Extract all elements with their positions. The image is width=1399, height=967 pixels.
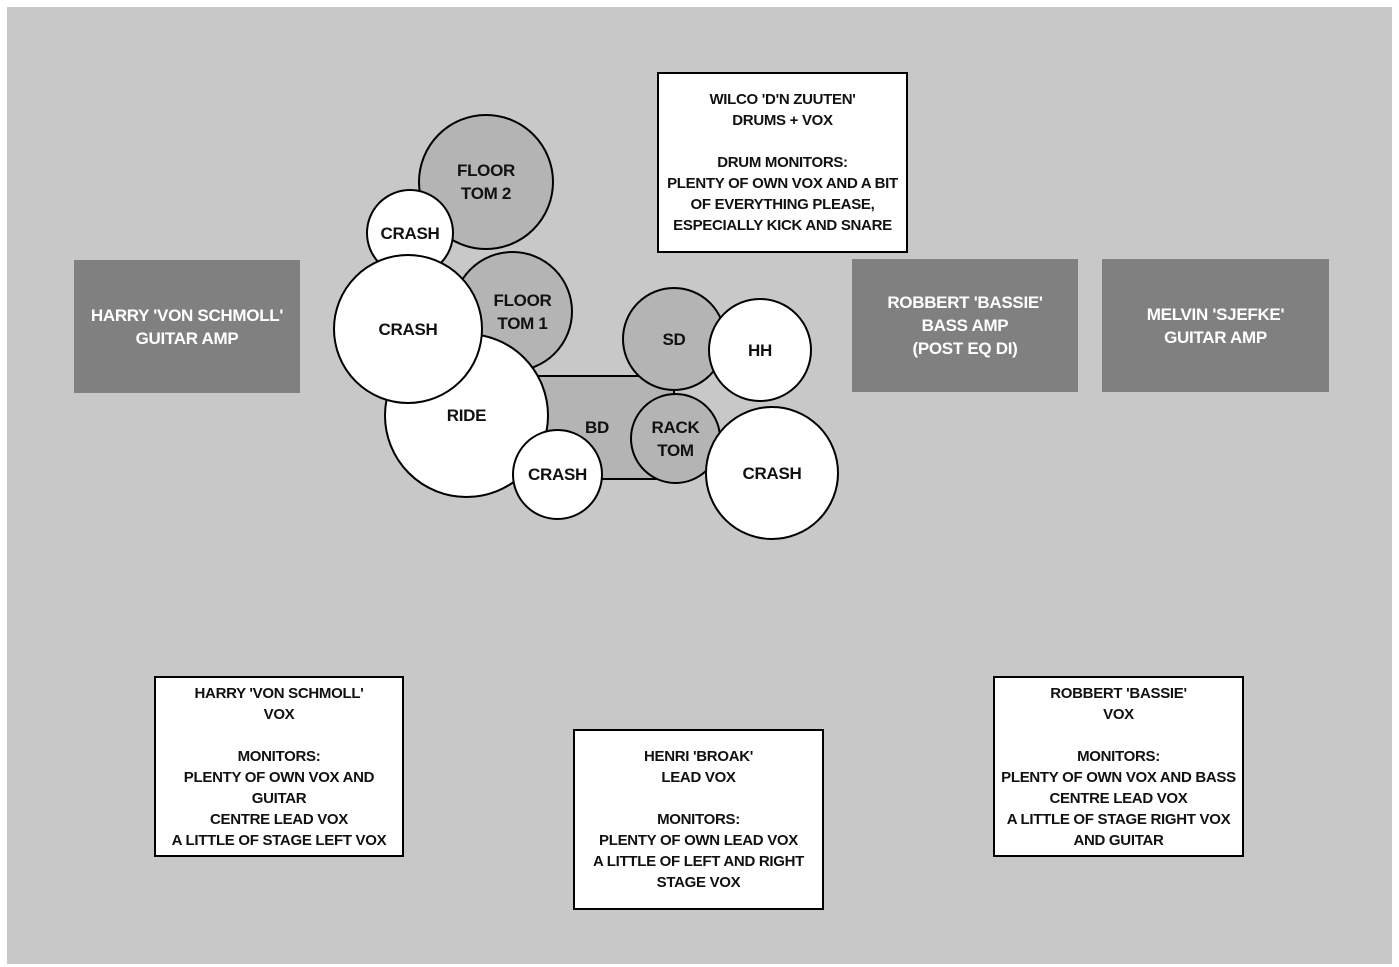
- note-header-line: ROBBERT 'BASSIE': [1050, 684, 1187, 702]
- note-body-line: PLENTY OF OWN LEAD VOX: [599, 832, 798, 849]
- crash-right-label: CRASH: [742, 463, 802, 483]
- ride-label: RIDE: [446, 406, 487, 425]
- crash-upper-label: CRASH: [380, 223, 440, 243]
- amp-label-line: ROBBERT 'BASSIE': [887, 293, 1043, 312]
- crash-lower-label: CRASH: [528, 465, 587, 484]
- crash-cymbal-lower: CRASH: [512, 429, 603, 520]
- amp-label-line: (POST EQ DI): [912, 339, 1018, 358]
- robbert-vox-note: ROBBERT 'BASSIE' VOX MONITORS: PLENTY OF…: [993, 676, 1244, 857]
- floor-tom-1-label: FLOOR: [493, 290, 552, 310]
- note-body-line: CENTRE LEAD VOX: [209, 810, 348, 828]
- floor-tom-2-label: FLOOR: [457, 161, 515, 180]
- amp-label-line: GUITAR AMP: [135, 328, 239, 348]
- note-header-line: HARRY 'VON SCHMOLL': [194, 684, 364, 702]
- note-header-line: HENRI 'BROAK': [643, 748, 754, 765]
- note-body-line: DRUM MONITORS:: [717, 154, 848, 171]
- note-body-line: PLENTY OF OWN VOX AND A BIT: [667, 175, 898, 192]
- note-body-line: A LITTLE OF LEFT AND RIGHT: [592, 853, 805, 870]
- note-body-line: OF EVERYTHING PLEASE,: [690, 196, 875, 213]
- crash-cymbal-large: CRASH: [333, 254, 483, 404]
- amp-label-line: HARRY 'VON SCHMOLL': [90, 305, 284, 325]
- melvin-guitar-amp: MELVIN 'SJEFKE' GUITAR AMP: [1102, 259, 1329, 392]
- harry-vox-note: HARRY 'VON SCHMOLL' VOX MONITORS: PLENTY…: [154, 676, 404, 857]
- bass-drum-label: BD: [585, 418, 609, 437]
- crash-large-label: CRASH: [378, 319, 438, 339]
- robbert-bass-amp: ROBBERT 'BASSIE' BASS AMP (POST EQ DI): [852, 259, 1078, 392]
- note-body-line: PLENTY OF OWN VOX AND BASS: [1001, 768, 1236, 786]
- note-body-line: ESPECIALLY KICK AND SNARE: [673, 217, 892, 234]
- drums-monitor-note: WILCO 'D'N ZUUTEN' DRUMS + VOX DRUM MONI…: [657, 72, 908, 253]
- rack-tom-label: TOM: [657, 440, 694, 460]
- note-body-line: MONITORS:: [237, 747, 321, 765]
- crash-cymbal-right: CRASH: [705, 406, 839, 540]
- note-body-line: MONITORS:: [657, 811, 740, 828]
- floor-tom-1-label: TOM 1: [497, 313, 548, 333]
- note-body-line: A LITTLE OF STAGE RIGHT VOX: [1006, 810, 1231, 828]
- hihat-label: HH: [748, 340, 772, 360]
- note-header-line: VOX: [1103, 705, 1134, 723]
- harry-guitar-amp: HARRY 'VON SCHMOLL' GUITAR AMP: [74, 260, 300, 393]
- note-header-line: VOX: [263, 705, 295, 723]
- note-body-line: PLENTY OF OWN VOX AND GUITAR: [183, 768, 375, 807]
- note-header-line: WILCO 'D'N ZUUTEN': [709, 91, 856, 108]
- note-body-line: A LITTLE OF STAGE LEFT VOX: [171, 831, 387, 849]
- note-body-line: CENTRE LEAD VOX: [1049, 789, 1188, 807]
- note-header-line: DRUMS + VOX: [732, 112, 833, 129]
- note-header-line: LEAD VOX: [661, 769, 736, 786]
- note-body-line: MONITORS:: [1077, 747, 1160, 765]
- amp-label-line: MELVIN 'SJEFKE': [1146, 304, 1285, 324]
- henri-lead-vox-note: HENRI 'BROAK' LEAD VOX MONITORS: PLENTY …: [573, 729, 824, 910]
- floor-tom-2-label: TOM 2: [460, 184, 512, 203]
- amp-label-line: BASS AMP: [921, 316, 1009, 335]
- snare-label: SD: [662, 329, 686, 349]
- hihat-cymbal: HH: [708, 298, 812, 402]
- amp-label-line: GUITAR AMP: [1164, 327, 1267, 347]
- note-body-line: STAGE VOX: [656, 874, 741, 891]
- note-body-line: AND GUITAR: [1073, 831, 1164, 849]
- rack-tom-label: RACK: [651, 417, 700, 437]
